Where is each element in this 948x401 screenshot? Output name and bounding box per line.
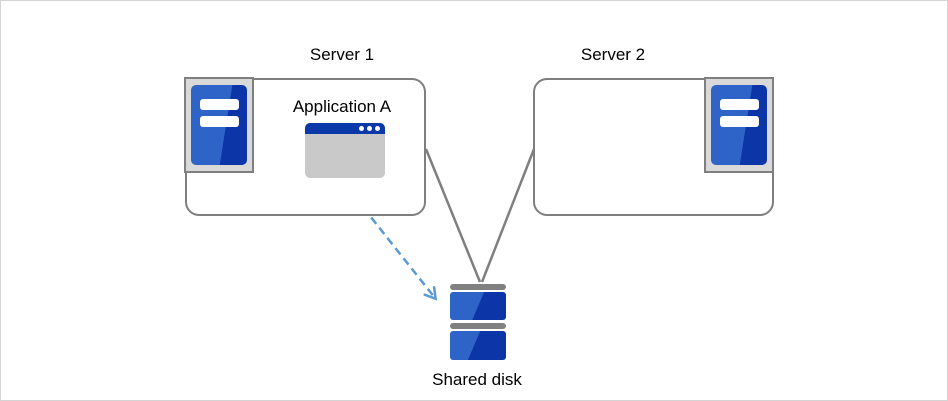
edge-server2-to-disk <box>480 148 536 283</box>
server-slot-bar <box>720 116 759 127</box>
shared-disk-unit <box>450 292 506 320</box>
server-tower-icon <box>711 85 767 165</box>
server-slot-bar <box>200 99 239 110</box>
server-slot-bar <box>200 116 239 127</box>
server-slot-bar <box>720 99 759 110</box>
edge-server1-to-disk <box>424 148 482 283</box>
shared-disk-cap <box>450 284 506 290</box>
app-window-icon <box>305 123 385 178</box>
server1-label: Server 1 <box>309 45 375 64</box>
edge-app-to-disk-dashed-arrow <box>346 186 438 301</box>
server-tower-icon <box>191 85 247 165</box>
shared-disk-unit <box>450 331 506 360</box>
app-window-titlebar <box>305 123 385 134</box>
window-dot-icon <box>367 126 372 131</box>
window-dot-icon <box>375 126 380 131</box>
application-a-label: Application A <box>292 97 392 116</box>
shared-disk-label: Shared disk <box>432 370 522 389</box>
server1-machine-icon <box>184 77 254 173</box>
server2-label: Server 2 <box>580 45 646 64</box>
window-dot-icon <box>359 126 364 131</box>
server2-machine-icon <box>704 77 774 173</box>
shared-disk-cap <box>450 323 506 329</box>
